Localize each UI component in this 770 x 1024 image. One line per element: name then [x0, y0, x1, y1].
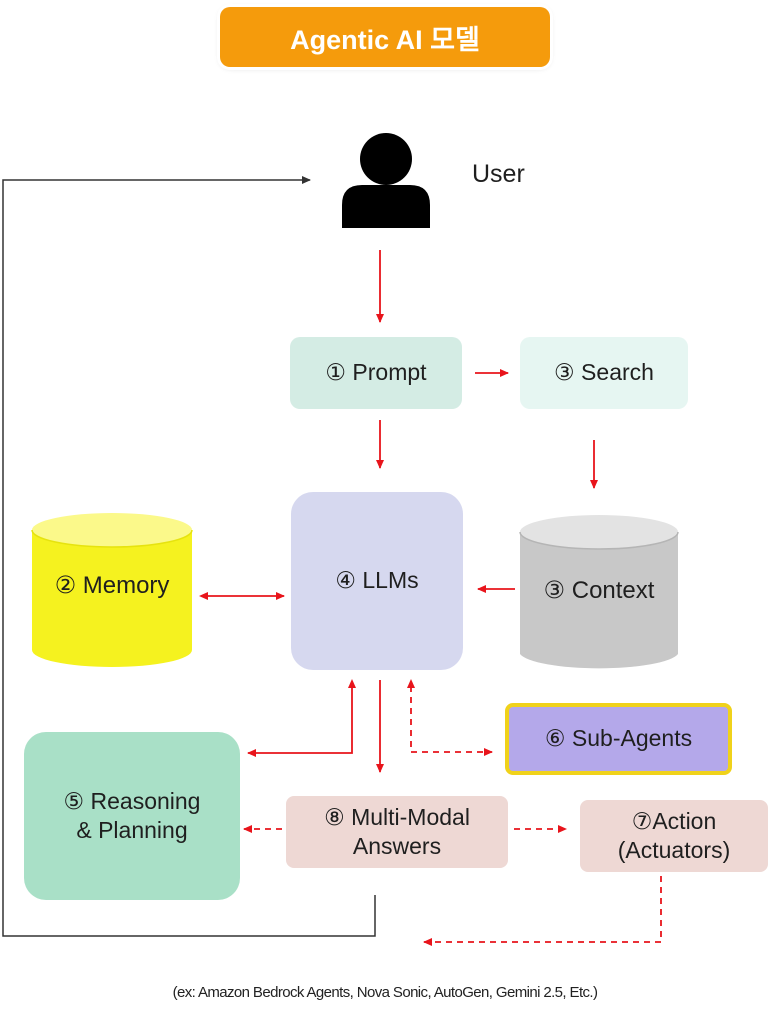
search-label: ③ Search	[554, 359, 654, 386]
user-icon	[342, 133, 430, 228]
multimodal-answers-node: ⑧ Multi-Modal Answers	[286, 796, 508, 868]
prompt-label: ① Prompt	[325, 359, 427, 386]
diagram-title: Agentic AI 모델	[220, 7, 550, 67]
search-node: ③ Search	[520, 337, 688, 409]
sub-agents-label: ⑥ Sub-Agents	[544, 725, 693, 752]
sub-agents-node: ⑥ Sub-Agents	[505, 703, 732, 775]
reasoning-planning-label: ⑤ Reasoning & Planning	[63, 787, 201, 843]
llms-label: ④ LLMs	[335, 567, 419, 594]
context-label: ③ Context	[543, 576, 655, 604]
feedback-loop-arrow	[2, 176, 376, 937]
footer-examples: (ex: Amazon Bedrock Agents, Nova Sonic, …	[172, 984, 598, 1001]
multimodal-answers-label: ⑧ Multi-Modal Answers	[324, 803, 470, 859]
action-node: ⑦Action (Actuators)	[580, 800, 768, 872]
user-label: User	[472, 160, 525, 188]
llms-reasoning-arrow	[247, 679, 356, 757]
prompt-node: ① Prompt	[290, 337, 462, 409]
llms-subagents-arrow	[407, 679, 493, 756]
memory-cylinder	[31, 513, 193, 667]
reasoning-planning-node: ⑤ Reasoning & Planning	[24, 732, 240, 900]
action-feedback-arrow	[423, 876, 662, 946]
action-label: ⑦Action (Actuators)	[617, 807, 731, 863]
llms-node: ④ LLMs	[291, 492, 463, 670]
context-cylinder	[519, 515, 679, 669]
memory-label: ② Memory	[54, 571, 170, 599]
